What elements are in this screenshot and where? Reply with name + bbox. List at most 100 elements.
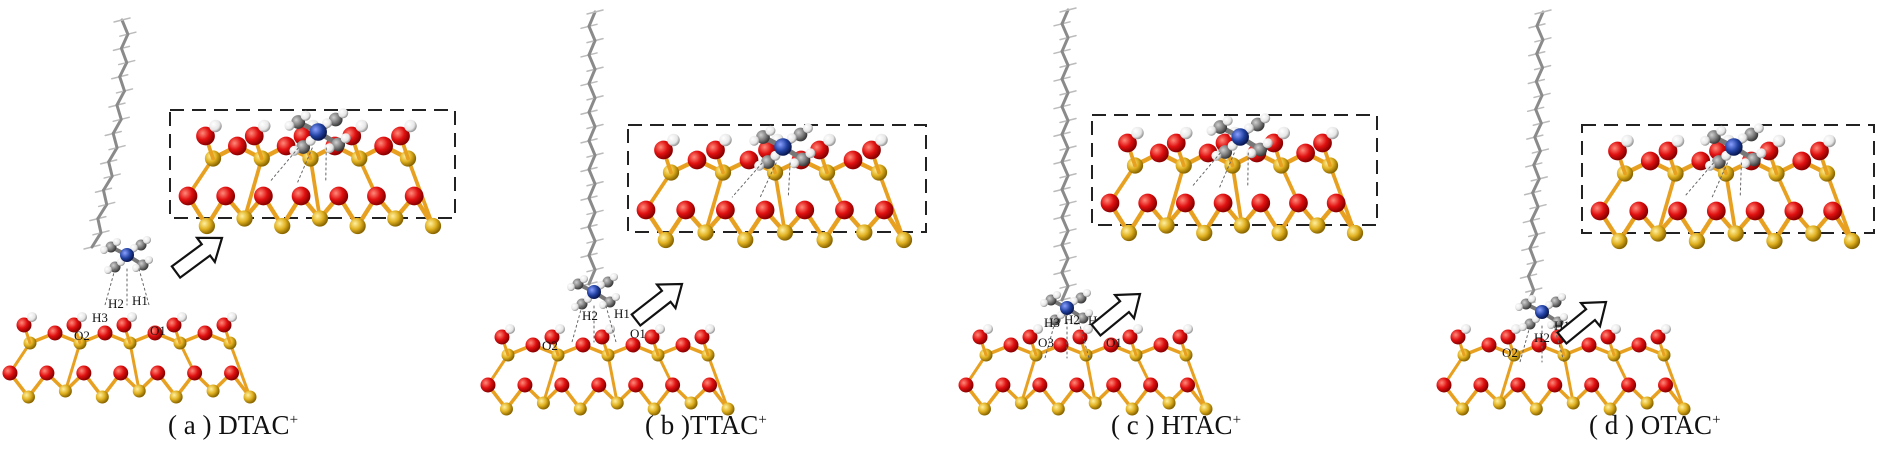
hydrogen-atom: [754, 160, 765, 171]
silicon-atom: [236, 210, 253, 227]
c-c-bond: [1531, 177, 1541, 195]
hydrogen-atom: [104, 266, 112, 274]
hydrogen-atom: [100, 246, 108, 254]
c-c-bond: [1060, 77, 1070, 95]
panel-d-inset-frame: [1581, 124, 1875, 234]
oxygen-atom: [291, 186, 311, 206]
hydrogen-bond-line: [1519, 325, 1531, 363]
panel-c-caption-sup: +: [1232, 412, 1242, 428]
oxygen-atom: [958, 377, 974, 393]
panel-c-atom-label: H3: [1044, 315, 1060, 330]
hydrogen-bond-line: [138, 268, 150, 306]
c-c-bond: [587, 10, 597, 28]
c-h-bond: [121, 17, 131, 21]
hydrogen-atom: [802, 123, 813, 134]
hydrogen-atom: [705, 324, 715, 334]
hydrogen-atom: [1511, 324, 1521, 334]
c-c-bond: [101, 188, 109, 206]
hydrogen-atom: [1528, 295, 1536, 303]
hydrogen-atom: [1053, 291, 1061, 299]
hydrogen-atom: [610, 273, 618, 281]
silicon-atom: [1566, 396, 1580, 410]
silicon-atom: [243, 390, 257, 404]
hydrogen-atom: [1326, 126, 1339, 140]
si-o-bond: [606, 353, 619, 405]
hydrogen-atom: [1560, 313, 1568, 321]
hydrogen-atom: [1823, 134, 1836, 148]
c-c-bond: [96, 217, 103, 235]
c-c-bond: [1532, 149, 1542, 167]
silicon-atom: [1309, 217, 1326, 234]
hydrogen-atom: [805, 148, 816, 159]
silicon-atom: [657, 231, 674, 249]
hydrogen-atom: [1206, 125, 1217, 136]
silicon-atom: [536, 396, 550, 410]
hydrogen-atom: [1262, 138, 1273, 149]
c-h-bond: [1059, 9, 1069, 13]
silicon-atom: [21, 390, 35, 404]
oxygen-atom: [166, 317, 182, 333]
oxygen-atom: [544, 329, 560, 345]
oxygen-atom: [1481, 337, 1497, 353]
c-c-bond: [587, 53, 597, 71]
oxygen-atom: [1153, 337, 1169, 353]
oxygen-atom: [1547, 377, 1563, 393]
oxygen-atom: [1500, 329, 1516, 345]
panel-c-inset-content: [1100, 113, 1364, 242]
silicon-atom: [1603, 402, 1617, 416]
hydrogen-atom: [567, 283, 575, 291]
si-o-bond: [1230, 163, 1244, 228]
c-c-bond: [587, 225, 597, 243]
c-c-bond: [1533, 121, 1543, 139]
hydrogen-atom: [667, 133, 680, 147]
hydrogen-atom: [1716, 125, 1727, 136]
hydrogen-atom: [823, 133, 836, 147]
oxygen-atom: [1531, 337, 1547, 353]
hydrogen-atom: [875, 133, 888, 147]
hydrogen-atom: [765, 125, 776, 136]
oxygen-atom: [1118, 133, 1137, 153]
hydrogen-atom: [289, 145, 300, 156]
hydrogen-bond-line: [1191, 152, 1221, 188]
hydrogen-atom: [1671, 134, 1685, 148]
hydrogen-atom: [1611, 324, 1621, 334]
silicon-atom: [1766, 232, 1783, 250]
nitrogen-atom: [120, 248, 134, 262]
silicon-atom: [684, 396, 698, 410]
c-c-bond: [1528, 232, 1539, 250]
oxygen-atom: [97, 325, 113, 341]
silicon-atom: [1843, 232, 1861, 250]
oxygen-atom: [216, 317, 232, 333]
silicon-atom: [1271, 224, 1288, 242]
hydrogen-atom: [1040, 299, 1048, 307]
oxygen-atom: [1103, 337, 1119, 353]
panel-b-atom-label: O2: [542, 338, 558, 353]
hydrogen-bond-line: [787, 162, 791, 198]
hydrogen-atom: [1756, 148, 1767, 159]
panel-a-surface: [2, 312, 257, 404]
c-c-bond: [1060, 201, 1070, 219]
panel-c-surface: [958, 324, 1213, 416]
si-o-bond: [1184, 353, 1208, 411]
panel-a-atom-label: O2: [74, 328, 90, 343]
si-o-bond: [63, 341, 82, 393]
arrow-icon: [630, 282, 684, 328]
silicon-atom: [1196, 224, 1213, 242]
oxygen-atom: [2, 365, 18, 381]
c-c-bond: [1060, 63, 1070, 81]
hydrogen-bond-line: [605, 305, 617, 343]
oxygen-atom: [1706, 201, 1726, 221]
si-o-bond: [706, 353, 730, 411]
hydrogen-bond-line: [759, 162, 777, 198]
oxygen-atom: [494, 329, 510, 345]
oxygen-atom: [755, 200, 775, 220]
hydrogen-atom: [655, 324, 665, 334]
silicon-atom: [424, 217, 442, 235]
hydrogen-atom: [1260, 113, 1271, 124]
c-c-bond: [1060, 49, 1070, 67]
panel-d-caption-sup: +: [1712, 412, 1721, 428]
panel-d-surface: [1436, 324, 1691, 416]
si-o-bond: [1019, 353, 1038, 405]
hydrogen-atom: [340, 133, 351, 144]
